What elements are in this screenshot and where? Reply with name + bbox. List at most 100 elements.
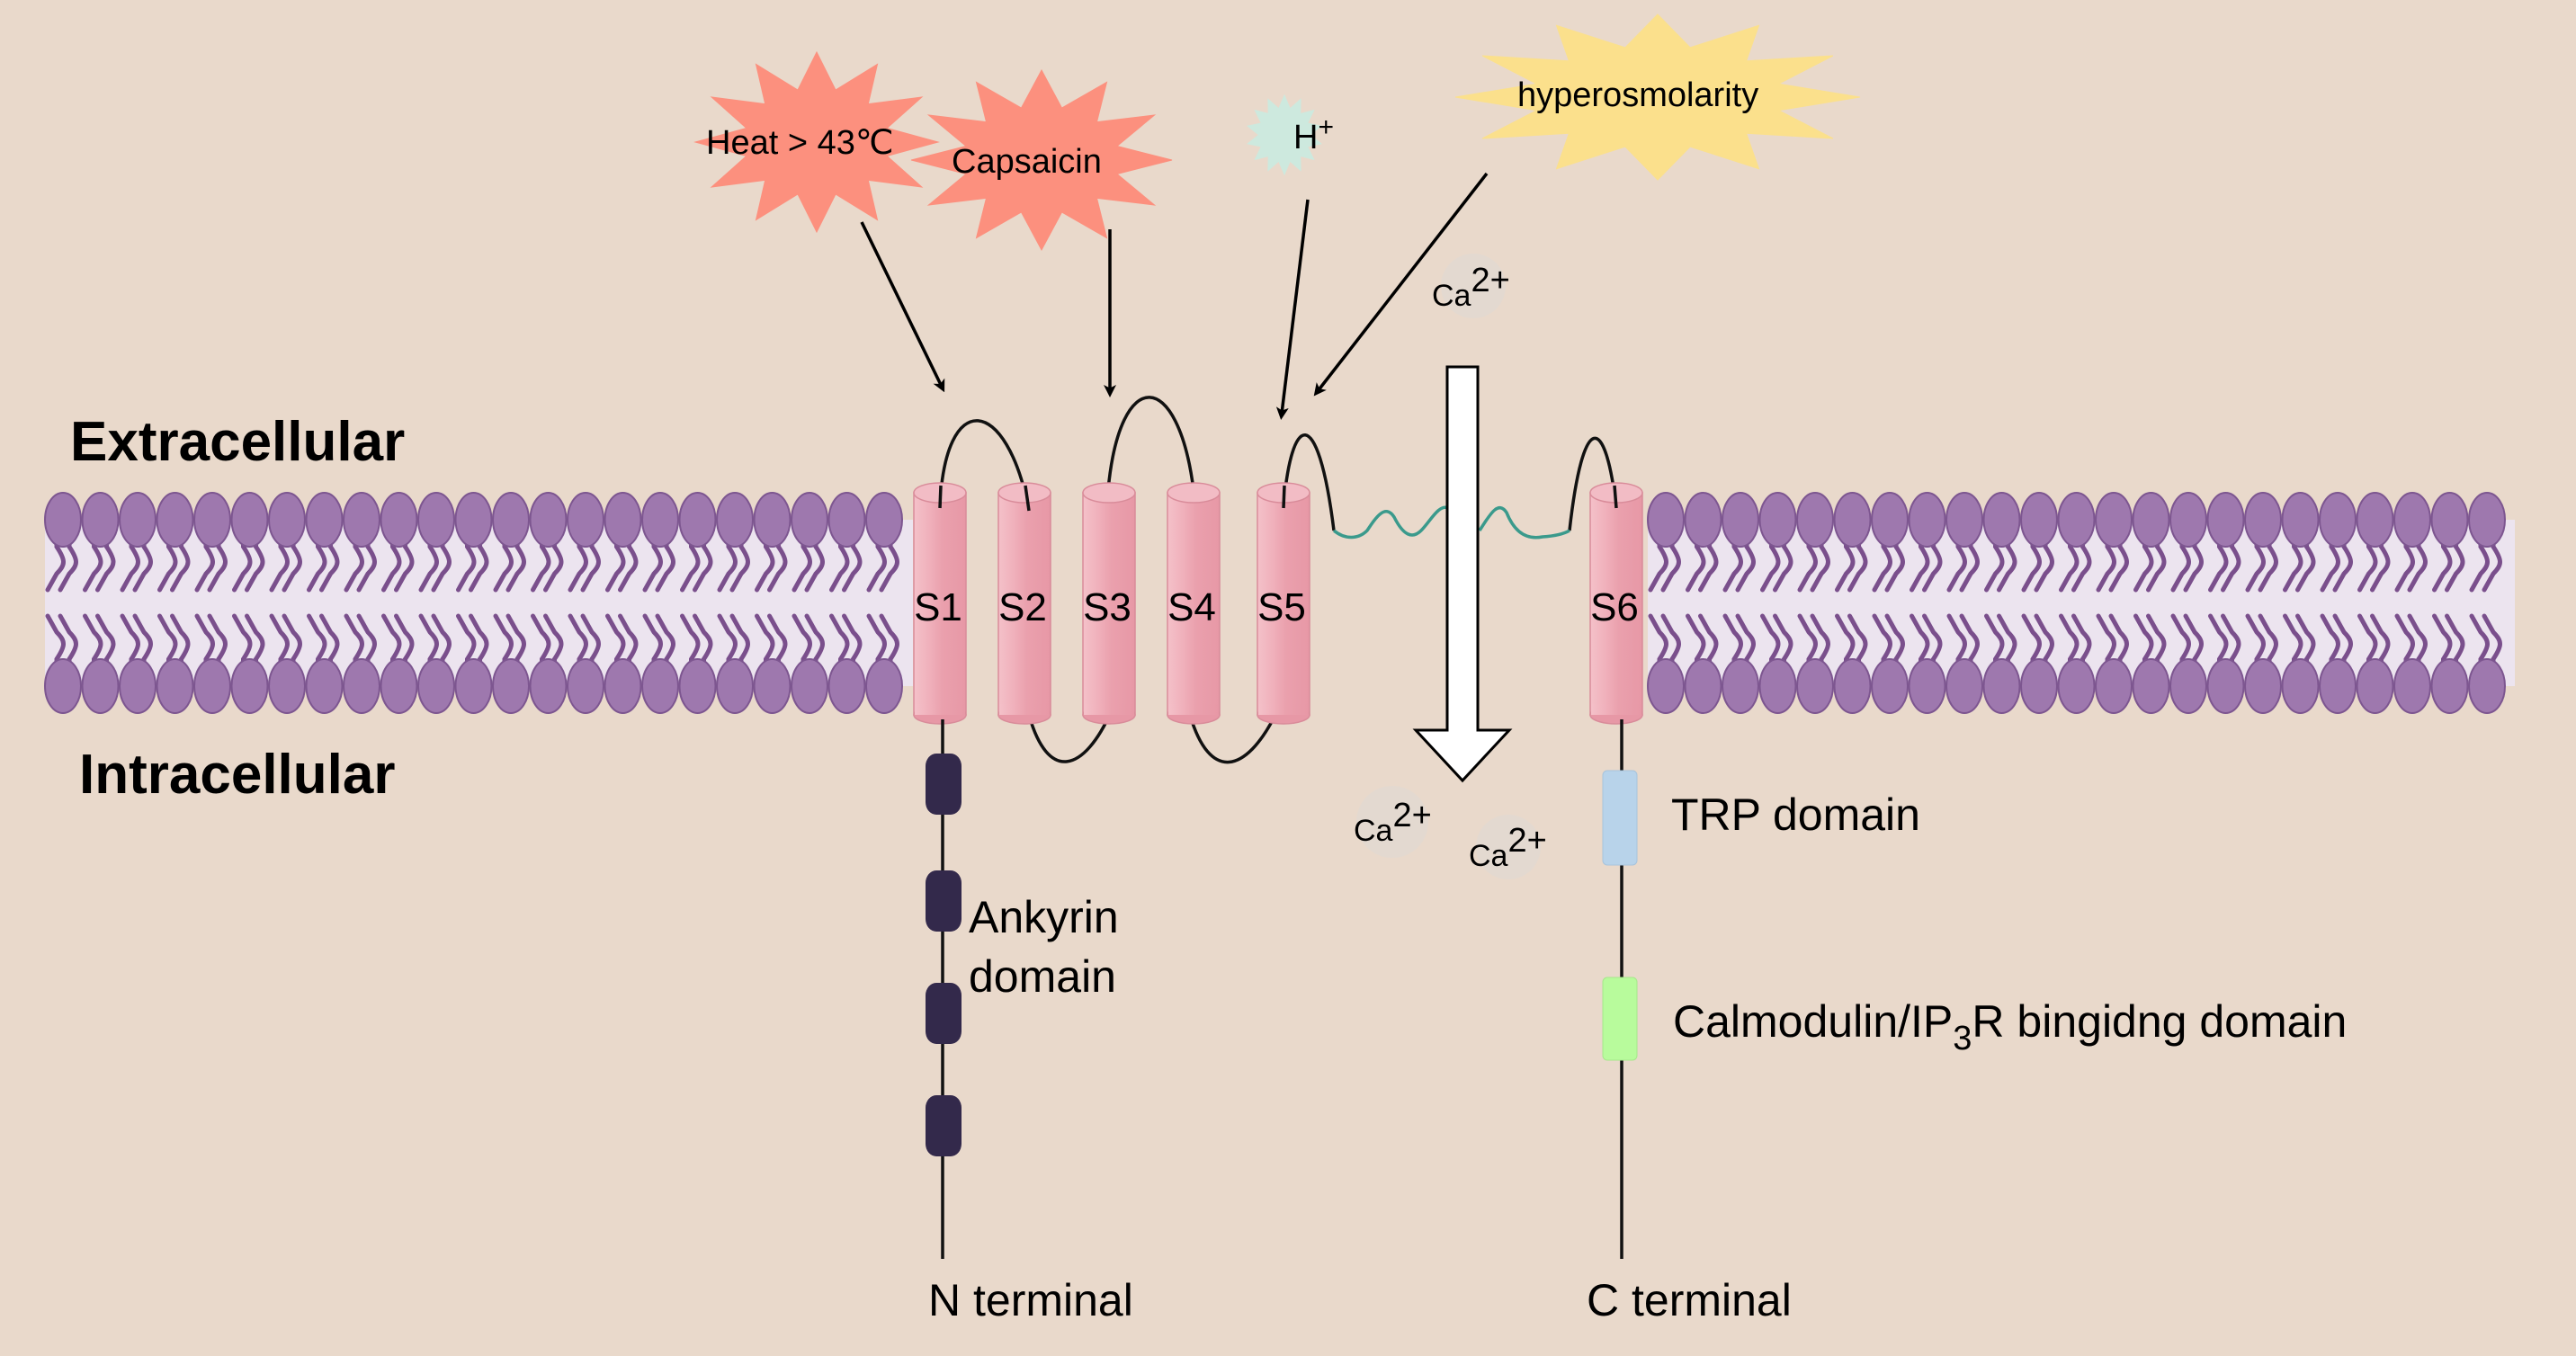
ion-circle (1441, 254, 1506, 318)
lipid-head (716, 492, 754, 548)
lipid-tails (1722, 535, 1756, 671)
hyperosmolarity-label: hyperosmolarity (1517, 76, 1758, 114)
lipid-tails (2432, 535, 2465, 671)
intracellular-label: Intracellular (79, 744, 395, 806)
stimuli (693, 13, 1861, 252)
lipid-head (380, 492, 418, 548)
helix-label: S5 (1257, 585, 1306, 629)
calmodulin-label-sub: 3 (1953, 1020, 1972, 1057)
loop-s3-s4 (1106, 396, 1195, 491)
lipid-head (268, 492, 306, 548)
lipid-head (2356, 492, 2394, 548)
lipid-head (641, 658, 679, 714)
lipid-head (827, 492, 866, 548)
calcium-influx-arrow (1412, 365, 1513, 783)
lipid-head (1908, 658, 1946, 714)
lipid-tails (307, 535, 340, 671)
lipid-tails (2320, 535, 2353, 671)
lipid-head (1833, 658, 1872, 714)
ankyrin-repeat (926, 1095, 962, 1156)
lipid-tails (2245, 535, 2278, 671)
lipid-head (2169, 658, 2207, 714)
lipid-head (2057, 492, 2096, 548)
lipid-head (2468, 492, 2506, 548)
lipid-head (230, 492, 269, 548)
lipid-head (2393, 492, 2431, 548)
lipid-tails (680, 535, 713, 671)
lipid-head (2244, 658, 2282, 714)
lipid-tails (1686, 535, 1719, 671)
loop-pore-s6 (1568, 436, 1618, 531)
lipid-head (529, 658, 568, 714)
lipid-tails (1872, 535, 1905, 671)
ion-charge: 2+ (1392, 797, 1431, 834)
helix-s2: S2 (997, 482, 1051, 725)
hyperosmolarity-burst-icon (1454, 13, 1861, 181)
lipid-head (604, 658, 642, 714)
trp-domain-block (1602, 770, 1638, 866)
lipid-head (1982, 492, 2021, 548)
calcium-ion-intracellular-1: Ca2+ (1354, 786, 1432, 858)
lipid-tails (418, 535, 452, 671)
lipid-tails (120, 535, 153, 671)
lipid-head (2356, 658, 2394, 714)
lipid-head (2095, 658, 2133, 714)
lipid-head (791, 658, 828, 714)
lipid-head (2206, 658, 2245, 714)
ankyrin-repeats (926, 754, 962, 1156)
calmodulin-domain-label: Calmodulin/IP3R bingidng domain (1673, 996, 2347, 1057)
lipid-tails (45, 535, 78, 671)
lipid-head (1684, 492, 1722, 548)
lipid-head (2281, 492, 2320, 548)
lipid-head (1758, 658, 1797, 714)
lipid-head (2468, 658, 2506, 714)
lipid-tails (1648, 535, 1681, 671)
calcium-ion-extracellular: Ca2+ (1432, 254, 1510, 318)
helix-s3: S3 (1082, 482, 1136, 725)
lipid-tails (1910, 535, 1943, 671)
lipid-head (343, 658, 380, 714)
calmodulin-domain-block (1602, 977, 1638, 1061)
lipid-head (2095, 492, 2133, 548)
loop-s1-s2 (938, 419, 1031, 512)
lipid-head (193, 658, 231, 714)
lipid-head (865, 658, 903, 714)
lipid-head (417, 658, 455, 714)
lipid-tails (2133, 535, 2167, 671)
lipid-tails (83, 535, 116, 671)
lipid-tails (1946, 535, 1980, 671)
lipid-head (2244, 492, 2282, 548)
lipid-head (2169, 492, 2207, 548)
lipid-head (2319, 492, 2357, 548)
lipid-head (567, 658, 604, 714)
lipid-head (492, 658, 530, 714)
lipid-tails (2357, 535, 2391, 671)
helix-label: S3 (1083, 585, 1131, 629)
lipid-head (1796, 492, 1834, 548)
lipid-head (1758, 492, 1797, 548)
lipid-head (678, 658, 717, 714)
loop-s4-s5 (1188, 714, 1277, 764)
proton-symbol: H (1293, 119, 1318, 156)
lipid-head (865, 492, 903, 548)
lipid-head (2206, 492, 2245, 548)
proton-charge: + (1318, 112, 1334, 142)
lipid-tails (2469, 535, 2502, 671)
svg-text:Ca2+: Ca2+ (1354, 797, 1432, 848)
svg-text:Ca2+: Ca2+ (1469, 822, 1547, 873)
lipid-tails (1835, 535, 1868, 671)
lipid-head (1833, 492, 1872, 548)
lipid-tails (2021, 535, 2054, 671)
lipid-tails (2394, 535, 2428, 671)
lipid-tails (2170, 535, 2204, 671)
ankyrin-label-line1: Ankyrin (969, 892, 1119, 942)
lipid-head (343, 492, 380, 548)
lipid-tails (792, 535, 825, 671)
lipid-head (81, 658, 120, 714)
lipid-head (567, 492, 604, 548)
ankyrin-repeat (926, 983, 962, 1044)
lipid-bilayer (44, 492, 2515, 714)
lipid-head (1684, 658, 1722, 714)
lipid-head (2132, 658, 2170, 714)
